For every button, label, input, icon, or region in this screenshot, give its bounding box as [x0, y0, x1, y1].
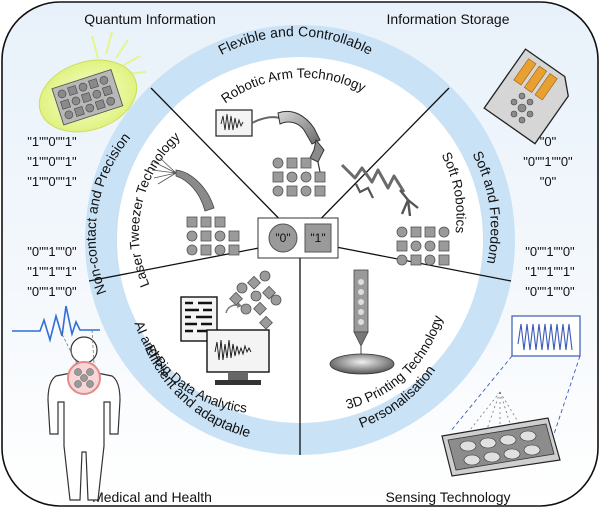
code-column-mid-left: "0""1""0" "1""1""1" "0""1""0"	[27, 244, 77, 299]
code-line: "0""1""0"	[525, 244, 575, 259]
corner-title-medical: Medical and Health	[92, 489, 212, 505]
printer-illustration	[329, 269, 395, 375]
sensor-waveform-panel	[449, 315, 581, 441]
center-zero-label: "0"	[275, 231, 290, 245]
ai-pattern	[229, 270, 282, 330]
sd-card-icon	[483, 48, 569, 145]
code-line: "0""1""0"	[27, 244, 77, 259]
corner-title-sensing: Sensing Technology	[385, 489, 510, 505]
robotic-arm-illustration	[215, 109, 325, 173]
center-zero-disc	[268, 223, 298, 253]
code-line: "1""0""1"	[27, 174, 77, 189]
code-line: "1""0""1"	[27, 134, 77, 149]
code-line: "1""1""1"	[525, 264, 575, 279]
corner-title-quantum: Quantum Information	[84, 11, 216, 27]
code-line: "0"	[540, 134, 557, 149]
laser-illustration	[151, 157, 215, 212]
code-column-top-right: "0" "0""1""0" "0"	[523, 134, 573, 189]
center-one-label: "1"	[310, 231, 325, 245]
code-line: "0""1""0"	[523, 154, 573, 169]
code-line: "1""1""1"	[27, 264, 77, 279]
code-line: "0"	[540, 174, 557, 189]
sensor-array-board	[441, 391, 561, 477]
laser-pattern	[186, 216, 240, 256]
soft-robot-illustration	[340, 163, 419, 217]
human-figure	[12, 305, 121, 501]
corner-title-storage: Information Storage	[387, 11, 510, 27]
center-binary-box: "0" "1"	[257, 217, 339, 259]
code-column-top-left: "1""0""1" "1""0""1" "1""0""1"	[27, 134, 77, 189]
code-line: "0""1""0"	[27, 284, 77, 299]
code-column-mid-right: "0""1""0" "1""1""1" "0""1""0"	[525, 244, 575, 299]
code-line: "1""0""1"	[27, 154, 77, 169]
code-line: "0""1""0"	[525, 284, 575, 299]
ai-computer-illustration	[180, 296, 270, 385]
quantum-glow-chip	[38, 31, 147, 133]
soft-robot-pattern	[396, 226, 450, 266]
robotic-arm-pattern	[272, 157, 326, 197]
center-one-square	[304, 223, 332, 253]
